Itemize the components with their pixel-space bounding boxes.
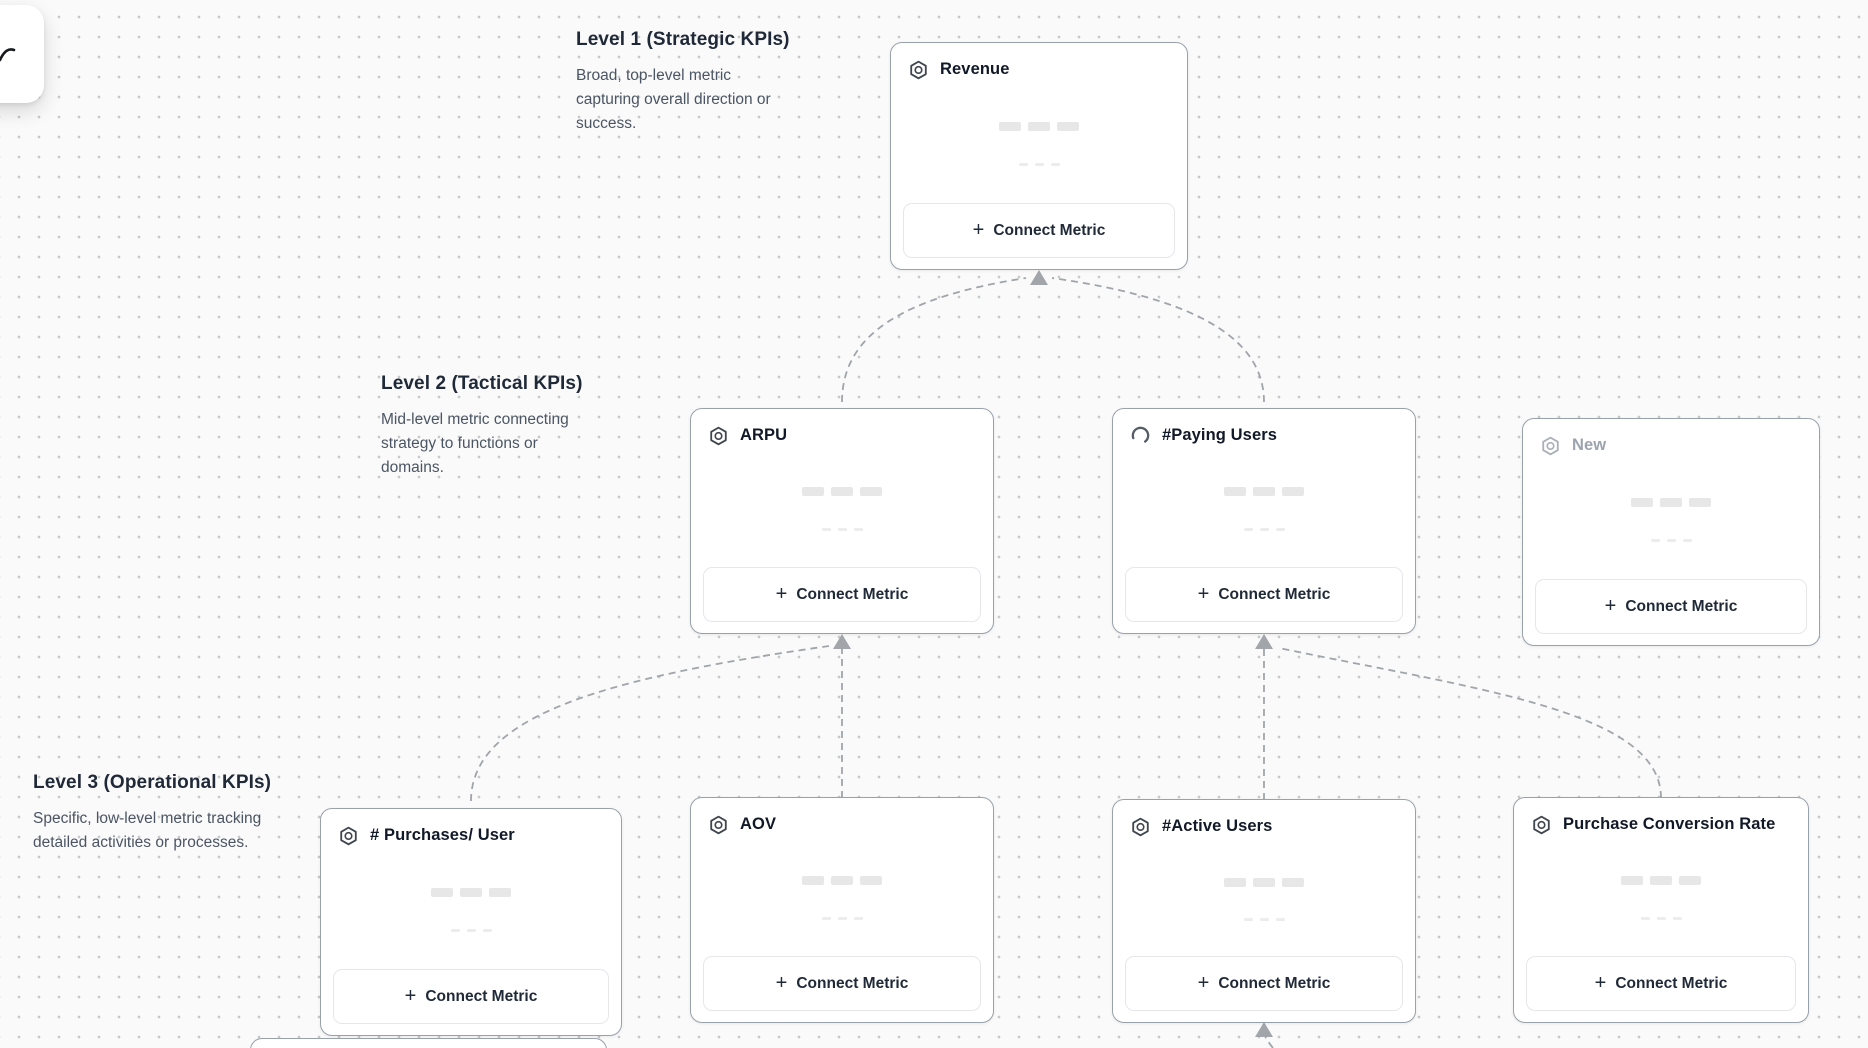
connect-metric-button[interactable]: + Connect Metric: [703, 567, 981, 622]
connect-metric-label: Connect Metric: [1218, 974, 1331, 992]
metric-card-partial-bottom[interactable]: [250, 1038, 607, 1048]
skeleton-row: [321, 888, 621, 898]
connect-metric-label: Connect Metric: [796, 585, 909, 603]
level-3-label: Level 3 (Operational KPIs) Specific, low…: [33, 772, 271, 855]
skeleton-row: [691, 527, 993, 532]
connect-metric-label: Connect Metric: [1218, 585, 1331, 603]
metric-card-aov[interactable]: AOV + Connect Metric: [690, 797, 994, 1023]
skeleton-row: [691, 916, 993, 921]
plus-icon: +: [775, 582, 788, 605]
hexagon-metric-icon: [340, 826, 357, 846]
metric-card-title: New: [1572, 436, 1607, 454]
arrowhead-paying-users: [1255, 634, 1273, 649]
connect-metric-button[interactable]: + Connect Metric: [1526, 956, 1796, 1011]
skeleton-row: [1113, 487, 1415, 497]
hexagon-metric-icon: [910, 60, 927, 80]
hexagon-metric-icon: [1542, 436, 1559, 456]
arrowhead-arpu: [833, 634, 851, 649]
level-3-title: Level 3 (Operational KPIs): [33, 772, 272, 793]
skeleton-row: [691, 487, 993, 497]
edge-paying-users-to-revenue: [1051, 277, 1265, 403]
plus-icon: +: [775, 971, 788, 994]
skeleton-row: [1523, 498, 1819, 508]
skeleton-row: [891, 162, 1187, 167]
plus-icon: +: [404, 984, 417, 1007]
metric-card-title: # Purchases/ User: [370, 826, 515, 844]
skeleton-row: [691, 876, 993, 886]
hexagon-metric-icon: [710, 426, 727, 446]
connect-metric-button[interactable]: + Connect Metric: [333, 969, 609, 1024]
arrowhead-active-users: [1255, 1022, 1273, 1037]
connect-metric-label: Connect Metric: [1625, 597, 1738, 615]
metric-card-revenue[interactable]: Revenue + Connect Metric: [890, 42, 1188, 270]
skeleton-row: [1514, 916, 1808, 921]
loading-spinner-icon: [1131, 426, 1150, 445]
metric-card-title: #Paying Users: [1162, 426, 1278, 444]
metric-card-title: ARPU: [740, 426, 788, 444]
level-3-description: Specific, low-level metric tracking deta…: [33, 810, 262, 851]
edge-arpu-to-revenue: [841, 277, 1027, 403]
plus-icon: +: [1594, 971, 1607, 994]
metric-card-arpu[interactable]: ARPU + Connect Metric: [690, 408, 994, 634]
connect-metric-label: Connect Metric: [1615, 974, 1728, 992]
metric-card-title: #Active Users: [1162, 817, 1273, 835]
metric-card-title: AOV: [740, 815, 777, 833]
level-1-label: Level 1 (Strategic KPIs) Broad, top-leve…: [576, 29, 792, 136]
cursor-tool-icon: [0, 48, 16, 62]
skeleton-row: [1113, 527, 1415, 532]
metric-card-purchases-per-user[interactable]: # Purchases/ User + Connect Metric: [320, 808, 622, 1036]
edge-purchases-to-arpu: [470, 645, 830, 802]
hexagon-metric-icon: [1533, 815, 1550, 835]
hexagon-metric-icon: [710, 815, 727, 835]
plus-icon: +: [1197, 582, 1210, 605]
plus-icon: +: [1604, 594, 1617, 617]
metric-card-title: Purchase Conversion Rate: [1563, 815, 1776, 833]
metric-card-purchase-conversion-rate[interactable]: Purchase Conversion Rate + Connect Metri…: [1513, 797, 1809, 1023]
connect-metric-label: Connect Metric: [425, 987, 538, 1005]
edge-pcr-to-paying: [1278, 647, 1662, 799]
arrowhead-revenue: [1030, 270, 1048, 285]
level-2-title: Level 2 (Tactical KPIs): [381, 373, 583, 394]
plus-icon: +: [972, 218, 985, 241]
skeleton-row: [1113, 917, 1415, 922]
metric-card-new[interactable]: New + Connect Metric: [1522, 418, 1820, 646]
floating-toolbar[interactable]: [0, 5, 44, 103]
metric-card-title: Revenue: [940, 60, 1010, 78]
edge-below-active-users: [1264, 1035, 1274, 1048]
connect-metric-label: Connect Metric: [796, 974, 909, 992]
connect-metric-button[interactable]: + Connect Metric: [1125, 956, 1403, 1011]
skeleton-row: [1523, 538, 1819, 543]
connect-metric-button[interactable]: + Connect Metric: [703, 956, 981, 1011]
plus-icon: +: [1197, 971, 1210, 994]
level-1-description: Broad, top-level metric capturing overal…: [576, 67, 771, 132]
skeleton-row: [1514, 876, 1808, 886]
connect-metric-label: Connect Metric: [993, 221, 1106, 239]
connect-metric-button[interactable]: + Connect Metric: [1535, 579, 1807, 634]
connect-metric-button[interactable]: + Connect Metric: [903, 203, 1175, 258]
skeleton-row: [321, 928, 621, 933]
skeleton-row: [891, 122, 1187, 132]
metric-card-paying-users[interactable]: #Paying Users + Connect Metric: [1112, 408, 1416, 634]
level-1-title: Level 1 (Strategic KPIs): [576, 29, 790, 50]
level-2-label: Level 2 (Tactical KPIs) Mid-level metric…: [381, 373, 595, 480]
connect-metric-button[interactable]: + Connect Metric: [1125, 567, 1403, 622]
level-2-description: Mid-level metric connecting strategy to …: [381, 411, 569, 476]
metric-card-active-users[interactable]: #Active Users + Connect Metric: [1112, 799, 1416, 1023]
hexagon-metric-icon: [1132, 817, 1149, 837]
skeleton-row: [1113, 877, 1415, 887]
